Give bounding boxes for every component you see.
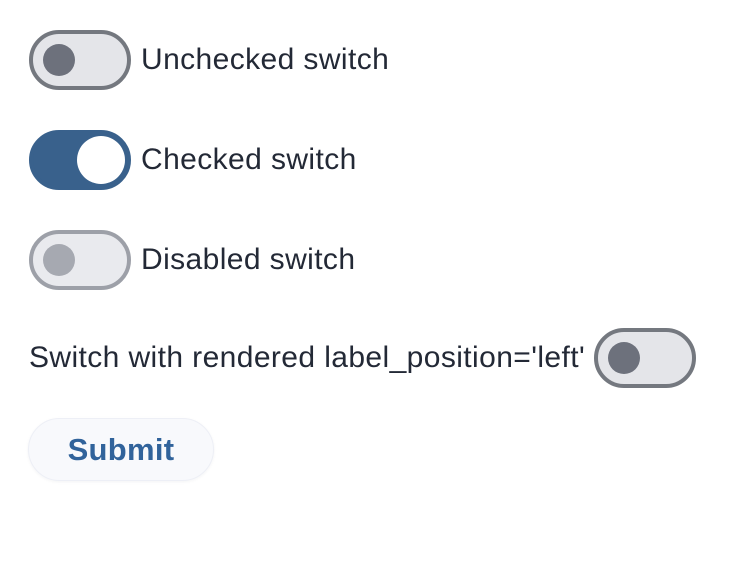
switch-row-unchecked: Unchecked switch <box>29 30 730 90</box>
submit-button[interactable]: Submit <box>28 418 214 481</box>
unchecked-switch-label: Unchecked switch <box>141 43 390 76</box>
checked-switch-label: Checked switch <box>141 143 357 176</box>
switch-thumb <box>77 136 125 184</box>
disabled-switch-toggle <box>29 230 131 290</box>
switch-row-label-left: Switch with rendered label_position='lef… <box>29 328 730 388</box>
switch-row-disabled: Disabled switch <box>29 230 730 290</box>
form-page: Unchecked switch Checked switch Disabled… <box>28 30 730 481</box>
disabled-switch-label: Disabled switch <box>141 243 356 276</box>
switch-thumb <box>608 342 641 374</box>
switch-thumb <box>43 44 75 76</box>
checked-switch-toggle[interactable] <box>29 130 131 190</box>
switch-thumb <box>43 244 75 276</box>
left-label-switch-label: Switch with rendered label_position='lef… <box>29 341 586 374</box>
unchecked-switch-toggle[interactable] <box>29 30 131 90</box>
switch-row-checked: Checked switch <box>29 130 730 190</box>
left-label-switch-toggle[interactable] <box>594 328 697 388</box>
